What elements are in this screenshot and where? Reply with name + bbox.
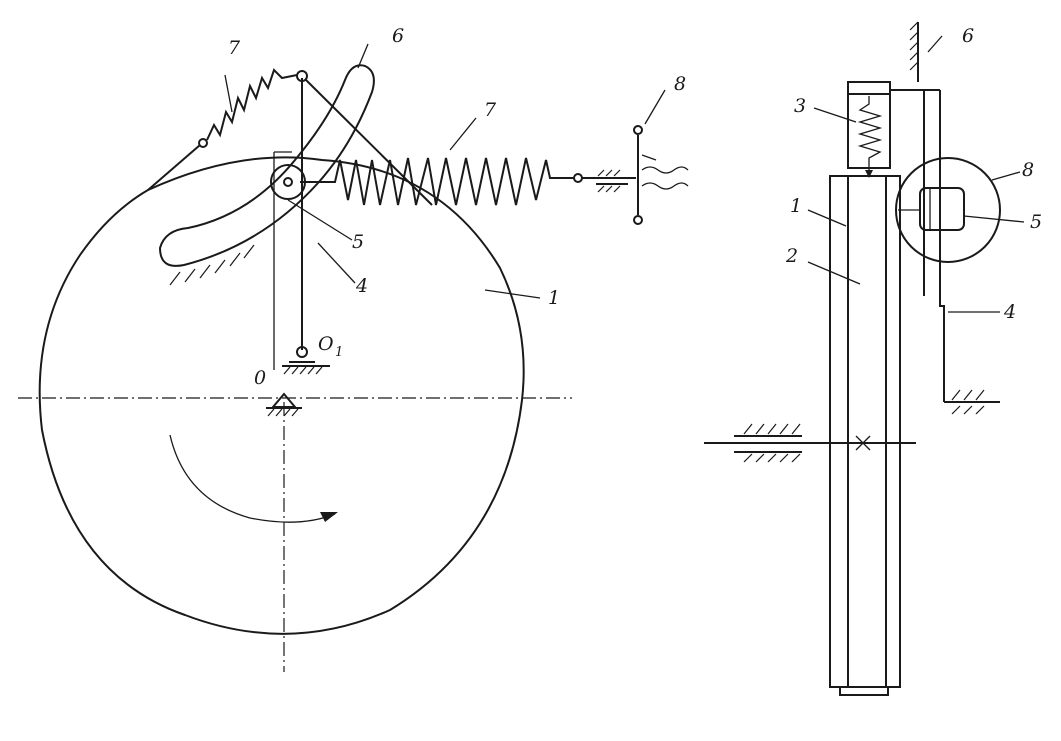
leader-7-left xyxy=(224,74,233,113)
spring-right-7 xyxy=(300,157,574,206)
curved-guide-6 xyxy=(158,64,375,267)
spring-left-7 xyxy=(206,68,298,141)
label-disk: 1 xyxy=(548,287,560,309)
clutch-disk-8 xyxy=(895,157,1001,263)
leader-5 xyxy=(287,199,353,241)
label-side-spring: 3 xyxy=(794,95,806,117)
pivot-o-hatching xyxy=(267,408,299,417)
spring-3-pin xyxy=(865,170,873,178)
label-side-disk-outer: 1 xyxy=(790,195,802,217)
spring-left-end xyxy=(198,138,208,148)
guide-hatching xyxy=(169,244,255,286)
lever-side-4 xyxy=(939,296,945,402)
label-spring-left: 7 xyxy=(228,37,241,59)
leader-1 xyxy=(484,289,541,299)
disk-side-bottom-cap xyxy=(839,686,889,696)
label-center-o: 0 xyxy=(254,367,266,389)
shaft-center-mark xyxy=(855,435,871,451)
leader-6 xyxy=(357,43,369,69)
roller-side-5 xyxy=(919,187,965,231)
label-side-clutch: 8 xyxy=(1022,159,1034,181)
disk-side-1 xyxy=(829,175,901,688)
leader-4 xyxy=(317,242,356,284)
guide-side-hatching xyxy=(909,21,919,71)
pivot-o1-hatching xyxy=(283,366,323,375)
label-pivot-o1: O xyxy=(318,333,334,355)
roller-axle xyxy=(283,177,293,187)
leader-7-right xyxy=(449,117,477,151)
label-lever: 4 xyxy=(355,275,368,297)
leader-side-2 xyxy=(807,261,861,285)
clutch-8 xyxy=(582,125,689,225)
side-view: 6 3 1 2 8 5 4 xyxy=(704,21,1042,696)
label-side-roller: 5 xyxy=(1030,211,1042,233)
label-side-guide: 6 xyxy=(962,25,974,47)
link-bar xyxy=(305,79,433,206)
label-spring-right: 7 xyxy=(484,99,497,121)
leader-side-6 xyxy=(927,35,943,53)
leader-side-5 xyxy=(963,215,1025,223)
label-clutch: 8 xyxy=(674,73,686,95)
label-side-disk-inner: 2 xyxy=(785,245,798,267)
spring-left-rod xyxy=(147,144,201,191)
leader-side-8 xyxy=(991,171,1021,181)
label-side-lever: 4 xyxy=(1003,301,1016,323)
label-pivot-o1-sub: 1 xyxy=(335,345,343,360)
leader-side-3 xyxy=(813,107,857,123)
shaft-hatching xyxy=(743,423,801,463)
rotation-arrow xyxy=(169,434,336,523)
label-guide: 6 xyxy=(392,25,404,47)
leader-side-1 xyxy=(807,209,847,227)
label-roller: 5 xyxy=(352,231,364,253)
pivot-o1 xyxy=(296,346,308,358)
leader-8 xyxy=(644,89,666,125)
spring-right-end xyxy=(573,173,583,183)
rotation-arrowhead xyxy=(320,512,338,522)
spring-3 xyxy=(857,96,883,176)
lever-side-hatching xyxy=(951,389,985,415)
roller-5 xyxy=(270,164,306,200)
front-view: 7 6 7 8 5 4 1 O 1 0 xyxy=(18,25,689,672)
